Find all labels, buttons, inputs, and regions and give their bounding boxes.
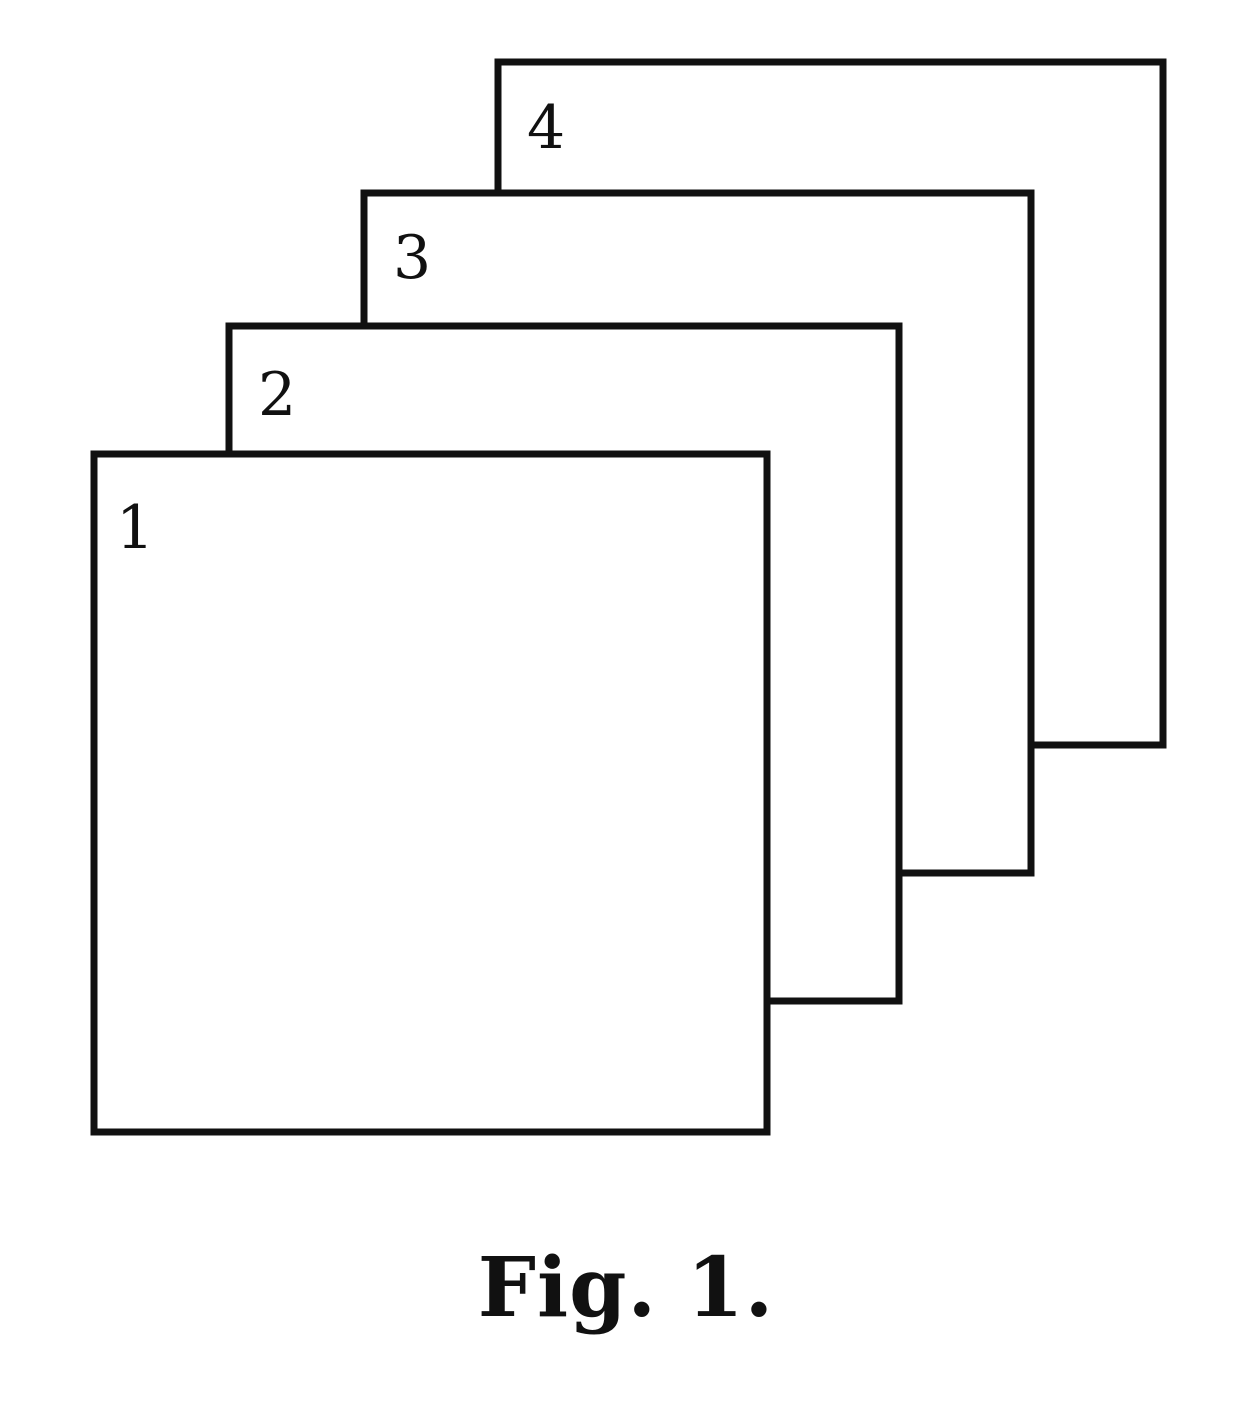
layer-1-label: 1 xyxy=(116,493,154,563)
layer-1: 1 xyxy=(90,450,771,1136)
layer-1-sheet xyxy=(90,450,771,1136)
figure-caption: Fig. 1. xyxy=(477,1240,775,1336)
layer-2-label: 2 xyxy=(258,360,296,430)
layer-3-label: 3 xyxy=(393,223,431,293)
layer-4-label: 4 xyxy=(527,93,565,163)
